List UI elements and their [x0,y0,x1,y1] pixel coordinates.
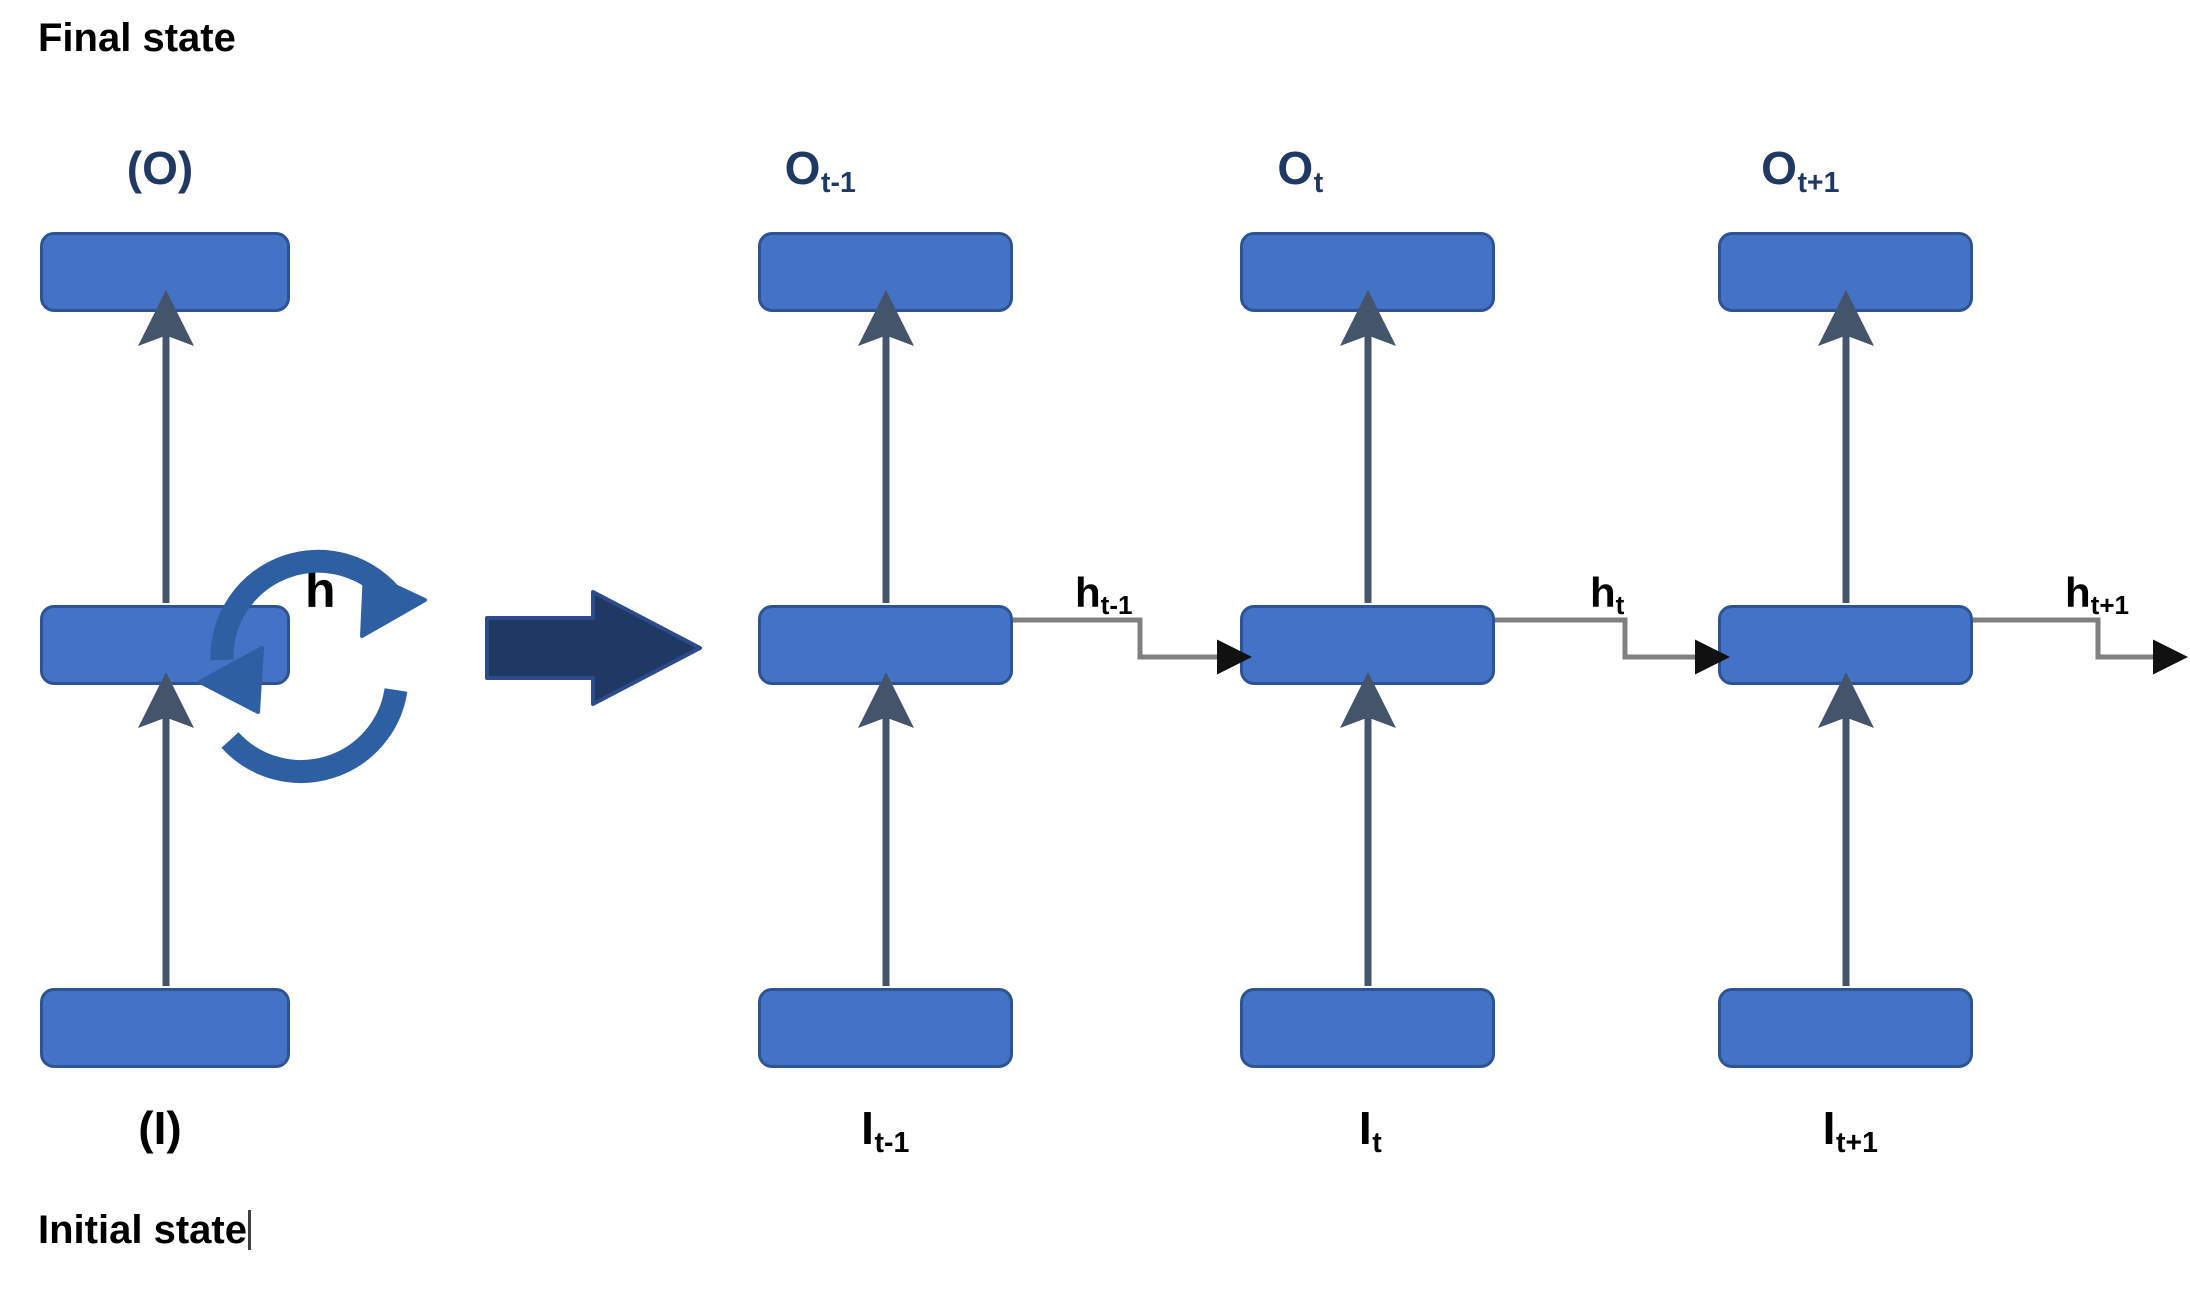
hidden-label-step-1: ht [1590,569,1624,619]
hidden-label-sub-0: t-1 [1100,590,1133,621]
input-label-sub-1: t [1372,1126,1382,1159]
input-box-step-1[interactable] [1240,988,1495,1068]
hidden-label-text-2: h [2065,569,2091,616]
text-caret [247,1210,251,1250]
output-box-step-1[interactable] [1240,232,1495,312]
hidden-label-text-0: h [1075,569,1101,616]
output-label-sub-0: t-1 [821,166,856,199]
unroll-block-arrow [485,590,702,706]
cell-box-step-2[interactable] [1718,605,1973,685]
input-label-sub-0: t-1 [874,1126,910,1159]
output-label-text-1: O [1277,142,1314,194]
hidden-label-step-2: ht+1 [2065,569,2129,619]
cell-box-step-0[interactable] [758,605,1013,685]
output-box-step-0[interactable] [758,232,1013,312]
input-box-folded[interactable] [40,988,290,1068]
cell-box-folded[interactable] [40,605,290,685]
input-label-sub-2: t+1 [1835,1126,1878,1159]
input-label-text-1: I [1358,1102,1372,1154]
final-state-caption: Final state [38,16,236,60]
cell-box-step-1[interactable] [1240,605,1495,685]
input-label-step-1: It [1245,1102,1495,1157]
output-label-text-2: O [1761,142,1797,194]
initial-state-text: Initial state [38,1208,247,1252]
input-label-step-0: It-1 [760,1102,1010,1157]
hidden-label-sub-1: t [1615,590,1625,621]
output-box-folded[interactable] [40,232,290,312]
output-label-sub-2: t+1 [1797,166,1840,199]
hidden-connector-step-2 [1973,617,2188,675]
initial-state-caption: Initial state [38,1210,251,1250]
input-label-text-2: I [1822,1102,1836,1154]
hidden-connector-step-1 [1495,617,1730,675]
output-label-sub-1: t [1313,166,1324,199]
hidden-label-text-1: h [1590,569,1616,616]
output-box-step-2[interactable] [1718,232,1973,312]
hidden-label-step-0: ht-1 [1075,569,1132,619]
output-label-step-1: Ot [1140,142,1460,197]
folded-input-label: (I) [138,1102,182,1154]
output-label-step-0: Ot-1 [660,142,980,197]
hidden-label-sub-2: t+1 [2090,590,2130,621]
input-box-step-0[interactable] [758,988,1013,1068]
output-label-text-0: O [784,142,821,194]
input-box-step-2[interactable] [1718,988,1973,1068]
output-label-step-2: Ot+1 [1620,142,1980,197]
hidden-connector-step-0 [1013,617,1252,675]
input-label-text-0: I [861,1102,874,1154]
folded-output-label: (O) [126,142,194,194]
input-label-step-2: It+1 [1715,1102,1985,1157]
recurrent-h-label: h [305,562,336,618]
